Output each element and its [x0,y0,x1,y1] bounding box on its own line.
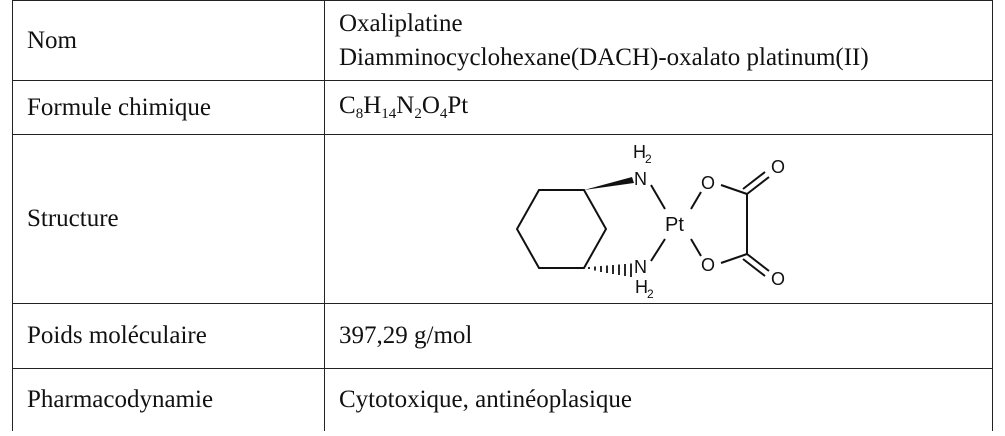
formula-element: Pt [447,92,469,119]
atom-pt: Pt [665,214,684,236]
formula-element: O [421,92,440,119]
bond-n-pt-top [649,184,666,210]
table-row-formula: Formule chimique C8H14N2O4Pt [12,80,993,135]
row-label-pharmacodynamics: Pharmacodynamie [12,368,325,431]
row-label-name: Nom [12,0,325,81]
formula-element: C [339,92,356,119]
row-value-pharmacodynamics: Cytotoxique, antinéoplasique [324,368,993,431]
bond-c-o-double-top-1 [745,176,770,195]
table-row-structure: Structure [12,134,993,304]
bond-c-o-double-bottom-2 [741,258,766,277]
row-label-formula: Formule chimique [12,80,325,135]
atom-h-top: H [633,142,646,162]
table-row-molecular-weight: Poids moléculaire 397,29 g/mol [12,303,993,369]
bond-n-pt-bottom [649,238,666,262]
wedge-bond [583,177,634,190]
formula-count: 2 [414,106,422,122]
drug-name: Oxaliplatine [339,9,463,37]
row-label-molecular-weight: Poids moléculaire [12,303,325,369]
atom-o-top-carbonyl: O [771,157,785,177]
drug-info-table: Nom Oxaliplatine Diamminocyclohexane(DAC… [12,0,993,431]
atom-h-bottom: H [635,277,648,297]
bond-pt-o-bottom [689,238,702,257]
oxaliplatin-structure: H 2 N Pt O O N H 2 O O [515,142,785,299]
atom-n-top: N [634,169,647,189]
bond-c-o-double-top-2 [741,171,766,190]
formula-count: 4 [439,106,448,122]
atom-h-bottom-sub: 2 [647,287,654,299]
document-page: Nom Oxaliplatine Diamminocyclohexane(DAC… [12,0,993,436]
bond-c-o-double-bottom-1 [745,253,770,272]
atom-o-bottom: O [701,255,715,275]
cyclohexane-ring [515,189,607,269]
formula-count: 8 [355,106,364,122]
atom-h-top-sub: 2 [645,152,652,166]
hashed-wedge-bond [587,263,632,277]
drug-chemical-name: Diamminocyclohexane(DACH)-oxalato platin… [339,43,869,71]
atom-o-bottom-carbonyl: O [771,269,785,289]
bond-o-c-top [720,184,747,195]
row-value-formula: C8H14N2O4Pt [324,80,993,135]
row-value-molecular-weight: 397,29 g/mol [324,303,993,369]
chemical-formula: C8H14N2O4Pt [339,92,469,122]
table-row-name: Nom Oxaliplatine Diamminocyclohexane(DAC… [12,0,993,81]
table-row-pharmacodynamics: Pharmacodynamie Cytotoxique, antinéoplas… [12,368,993,431]
row-label-structure: Structure [12,134,325,304]
atom-n-bottom: N [634,257,647,277]
bond-pt-o-top [689,191,702,210]
formula-element: H [363,92,382,119]
atom-o-top: O [701,173,715,193]
structure-container: H 2 N Pt O O N H 2 O O [325,139,992,299]
formula-count: 14 [381,106,397,122]
row-value-name: Oxaliplatine Diamminocyclohexane(DACH)-o… [324,0,993,81]
formula-element: N [396,92,415,119]
row-value-structure: H 2 N Pt O O N H 2 O O [324,134,993,304]
bond-o-c-bottom [720,253,747,264]
